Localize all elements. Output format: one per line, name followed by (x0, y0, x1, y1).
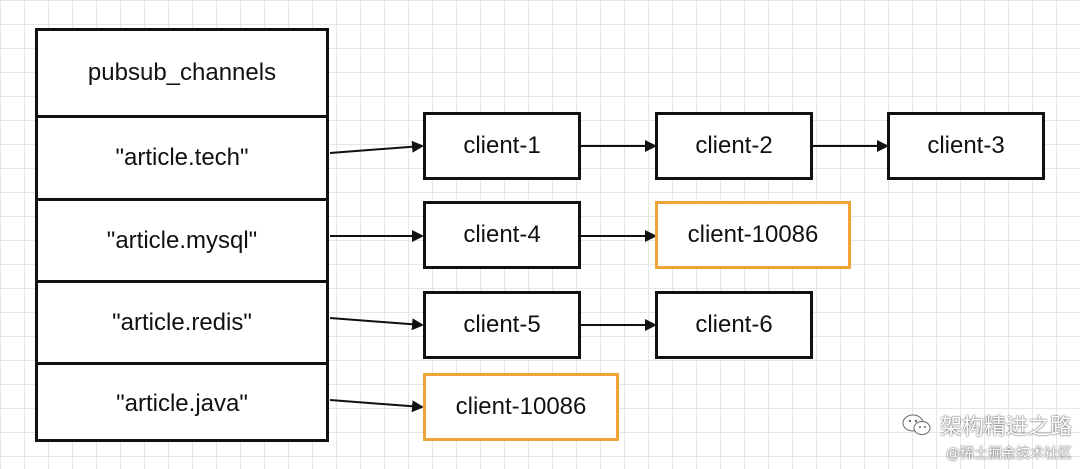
watermark-site: @稀土掘金技术社区 (946, 446, 1072, 462)
client-node: client-5 (423, 291, 581, 359)
client-node: client-6 (655, 291, 813, 359)
watermark-account: 架构精进之路 (939, 415, 1072, 440)
watermark: 架构精进之路 @稀土掘金技术社区 (902, 409, 1072, 463)
client-node-highlighted: client-10086 (423, 373, 619, 441)
arrow-java-to-client-10086 (329, 399, 424, 413)
arrow-tech-to-client-1 (329, 140, 424, 154)
channel-article-tech: "article.tech" (38, 115, 326, 198)
channel-article-java: "article.java" (38, 362, 326, 442)
channel-article-mysql: "article.mysql" (38, 198, 326, 280)
arrow-redis-to-client-5 (329, 317, 424, 331)
client-node: client-3 (887, 112, 1045, 180)
client-node: client-2 (655, 112, 813, 180)
client-node: client-4 (423, 201, 581, 269)
channel-article-redis: "article.redis" (38, 280, 326, 362)
wechat-icon (902, 414, 931, 435)
client-node: client-1 (423, 112, 581, 180)
dict-header: pubsub_channels (87, 59, 277, 86)
pubsub-channels-dict: pubsub_channels "article.tech" "article.… (35, 28, 329, 442)
client-node-highlighted: client-10086 (655, 201, 851, 269)
